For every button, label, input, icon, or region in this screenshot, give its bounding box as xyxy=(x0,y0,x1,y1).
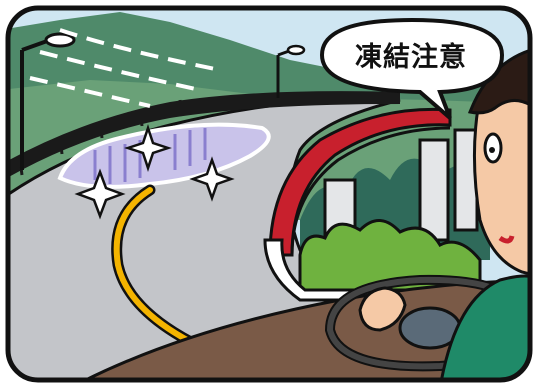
driver-pupil xyxy=(489,147,495,153)
ice-patch xyxy=(57,122,271,189)
ice-reflection-lines xyxy=(93,128,207,184)
left-guardrail xyxy=(8,91,400,182)
driver-jacket xyxy=(438,274,530,380)
sparkle-icon xyxy=(189,156,235,202)
warning-text: 凍結注意 xyxy=(355,41,467,73)
speech-bubble xyxy=(319,17,505,120)
driver-hand xyxy=(358,286,407,332)
bushes xyxy=(298,219,482,292)
bridge-inner-rail xyxy=(290,126,451,256)
light-streaks xyxy=(29,28,221,108)
driver-mouth xyxy=(498,235,515,244)
sparkle-icon xyxy=(124,124,172,172)
street-lamp-icon xyxy=(20,32,76,170)
street-lamp-icon xyxy=(276,44,306,98)
sparkle-icon xyxy=(74,168,126,220)
frame-border xyxy=(5,5,533,383)
bridge-pillar xyxy=(418,138,450,242)
